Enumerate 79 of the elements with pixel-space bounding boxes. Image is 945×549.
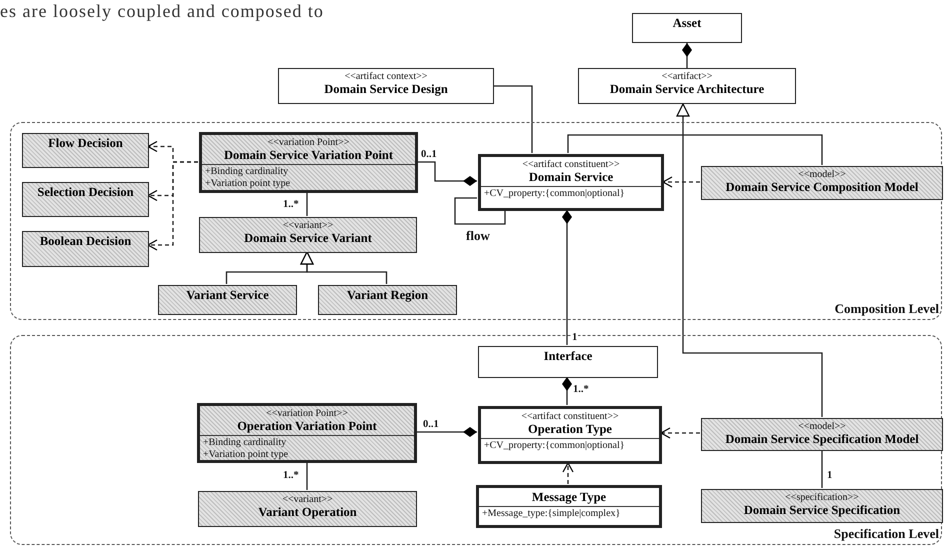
class-name: Operation Variation Point <box>236 419 378 433</box>
stereotype-label: <<specification>> <box>784 492 860 503</box>
class-name: Interface <box>542 349 594 363</box>
class-name: Domain Service Specification Model <box>724 432 920 446</box>
class-name: Asset <box>672 16 702 30</box>
class-name: Domain Service Variation Point <box>222 148 394 162</box>
association-line <box>494 85 533 153</box>
class-name: Selection Decision <box>36 185 135 199</box>
hatched-class-box <box>701 418 943 451</box>
association-line <box>454 197 506 225</box>
hatched-class-box <box>22 133 149 168</box>
generalization-arrow <box>300 251 388 284</box>
body-text: es are loosely coupled and composed to <box>0 1 324 21</box>
class-box <box>278 68 494 104</box>
package-title: Specification Level <box>834 526 939 542</box>
hatched-class-box <box>22 231 149 267</box>
attribute-text: +Message_type:{simple|complex} <box>482 508 622 520</box>
class-name: Domain Service Composition Model <box>724 180 920 194</box>
class-box <box>632 13 742 43</box>
composition-line <box>562 377 572 405</box>
composition-line <box>417 161 477 186</box>
class-name: Message Type <box>530 490 608 504</box>
dependency-arrow <box>660 427 700 439</box>
stereotype-label: <<model>> <box>797 421 847 432</box>
class-box <box>478 346 658 378</box>
hatched-class-box <box>199 132 418 193</box>
stereotype-label: <<variant>> <box>282 220 334 231</box>
stereotype-label: <<variant>> <box>281 494 334 505</box>
stereotype-label: <<artifact>> <box>660 71 714 82</box>
hatched-class-box <box>197 403 417 463</box>
stereotype-label: <<artifact constituent>> <box>520 411 620 422</box>
class-name: Domain Service Variant <box>243 231 373 245</box>
stereotype-label: <<variation Point>> <box>265 408 349 419</box>
generalization-arrow <box>676 103 823 417</box>
class-name: Domain Service Architecture <box>608 82 766 96</box>
attribute-text: +CV_property:{common|optional} <box>484 440 626 452</box>
composition-line <box>682 43 692 68</box>
association-line <box>821 450 823 488</box>
hatched-class-box <box>701 489 943 523</box>
attribute-text: +Binding cardinality <box>205 166 290 178</box>
class-name: Variant Operation <box>257 505 358 519</box>
association-line <box>306 192 308 216</box>
stereotype-label: <<artifact constituent>> <box>521 159 621 170</box>
dependency-arrow <box>562 462 574 484</box>
class-name: Flow Decision <box>47 136 124 150</box>
edge-label: flow <box>465 229 491 243</box>
class-name: Operation Type <box>527 422 613 436</box>
package-title: Composition Level <box>834 301 939 317</box>
class-name: Domain Service Design <box>323 82 449 96</box>
package-frame <box>10 122 942 320</box>
class-name: Boolean Decision <box>38 234 132 248</box>
association-line <box>306 462 308 490</box>
class-box <box>478 406 662 464</box>
hatched-class-box <box>22 182 149 217</box>
association-line <box>567 134 823 165</box>
stereotype-label: <<variation Point>> <box>266 137 350 148</box>
class-name: Variant Service <box>185 288 270 302</box>
hatched-class-box <box>318 285 457 315</box>
hatched-class-box <box>198 491 417 527</box>
class-box <box>476 485 662 528</box>
attribute-text: +Binding cardinality <box>203 437 288 449</box>
hatched-class-box <box>701 166 943 200</box>
stereotype-label: <<artifact context>> <box>344 71 428 82</box>
dependency-arrow <box>662 176 700 188</box>
dependency-arrow <box>147 161 198 251</box>
package-frame <box>10 335 942 545</box>
class-box <box>578 68 796 104</box>
class-box <box>478 154 664 211</box>
class-name: Variant Region <box>346 288 430 302</box>
hatched-class-box <box>199 217 417 253</box>
stereotype-label: <<model>> <box>797 169 847 180</box>
composition-line <box>562 210 572 345</box>
attribute-text: +Variation point type <box>203 449 290 461</box>
hatched-class-box <box>158 285 297 315</box>
class-name: Domain Service Specification <box>742 503 902 517</box>
attribute-text: +CV_property:{common|optional} <box>484 188 626 200</box>
composition-line <box>416 427 477 437</box>
attribute-text: +Variation point type <box>205 178 292 190</box>
class-name: Domain Service <box>528 170 614 184</box>
